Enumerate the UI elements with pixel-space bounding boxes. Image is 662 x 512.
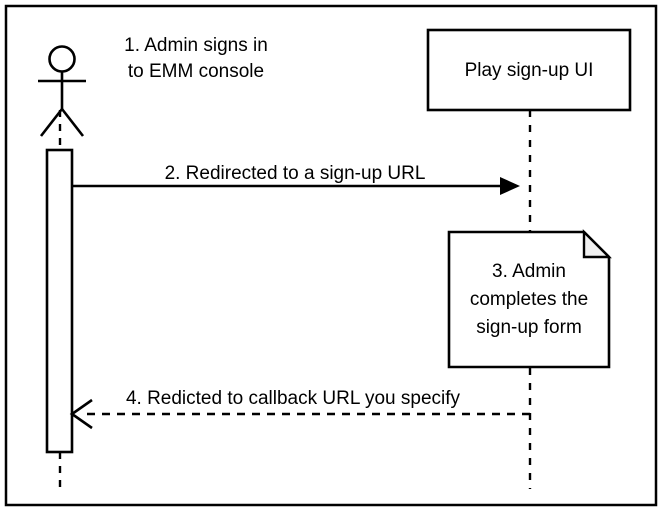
note-step3-line3: sign-up form (476, 317, 582, 338)
note-step3-line1: 3. Admin (492, 261, 566, 282)
stick-figure-actor-icon (38, 45, 86, 137)
message-step4-arrowhead (69, 398, 93, 430)
actor-admin[interactable] (38, 45, 86, 490)
message-step4[interactable]: 4. Redicted to callback URL you specify (69, 388, 530, 430)
annotation-step1: 1. Admin signs in to EMM console (124, 35, 268, 82)
participant-box-label: Play sign-up UI (465, 60, 594, 81)
note-step3-line2: completes the (470, 289, 588, 310)
message-step2-arrowhead (500, 177, 520, 195)
message-step2[interactable]: 2. Redirected to a sign-up URL (72, 163, 520, 195)
participant-play-signup-ui[interactable]: Play sign-up UI (426, 28, 632, 489)
message-step2-label: 2. Redirected to a sign-up URL (165, 163, 426, 184)
note-step3-fold-icon (582, 229, 612, 259)
annotation-step1-line1: 1. Admin signs in (124, 35, 268, 56)
note-step3[interactable]: 3. Admin completes the sign-up form (447, 229, 612, 369)
activation-bar-admin (45, 148, 74, 454)
message-step4-label: 4. Redicted to callback URL you specify (126, 388, 461, 409)
annotation-step1-line2: to EMM console (128, 61, 264, 82)
note-step3-body (447, 230, 611, 369)
